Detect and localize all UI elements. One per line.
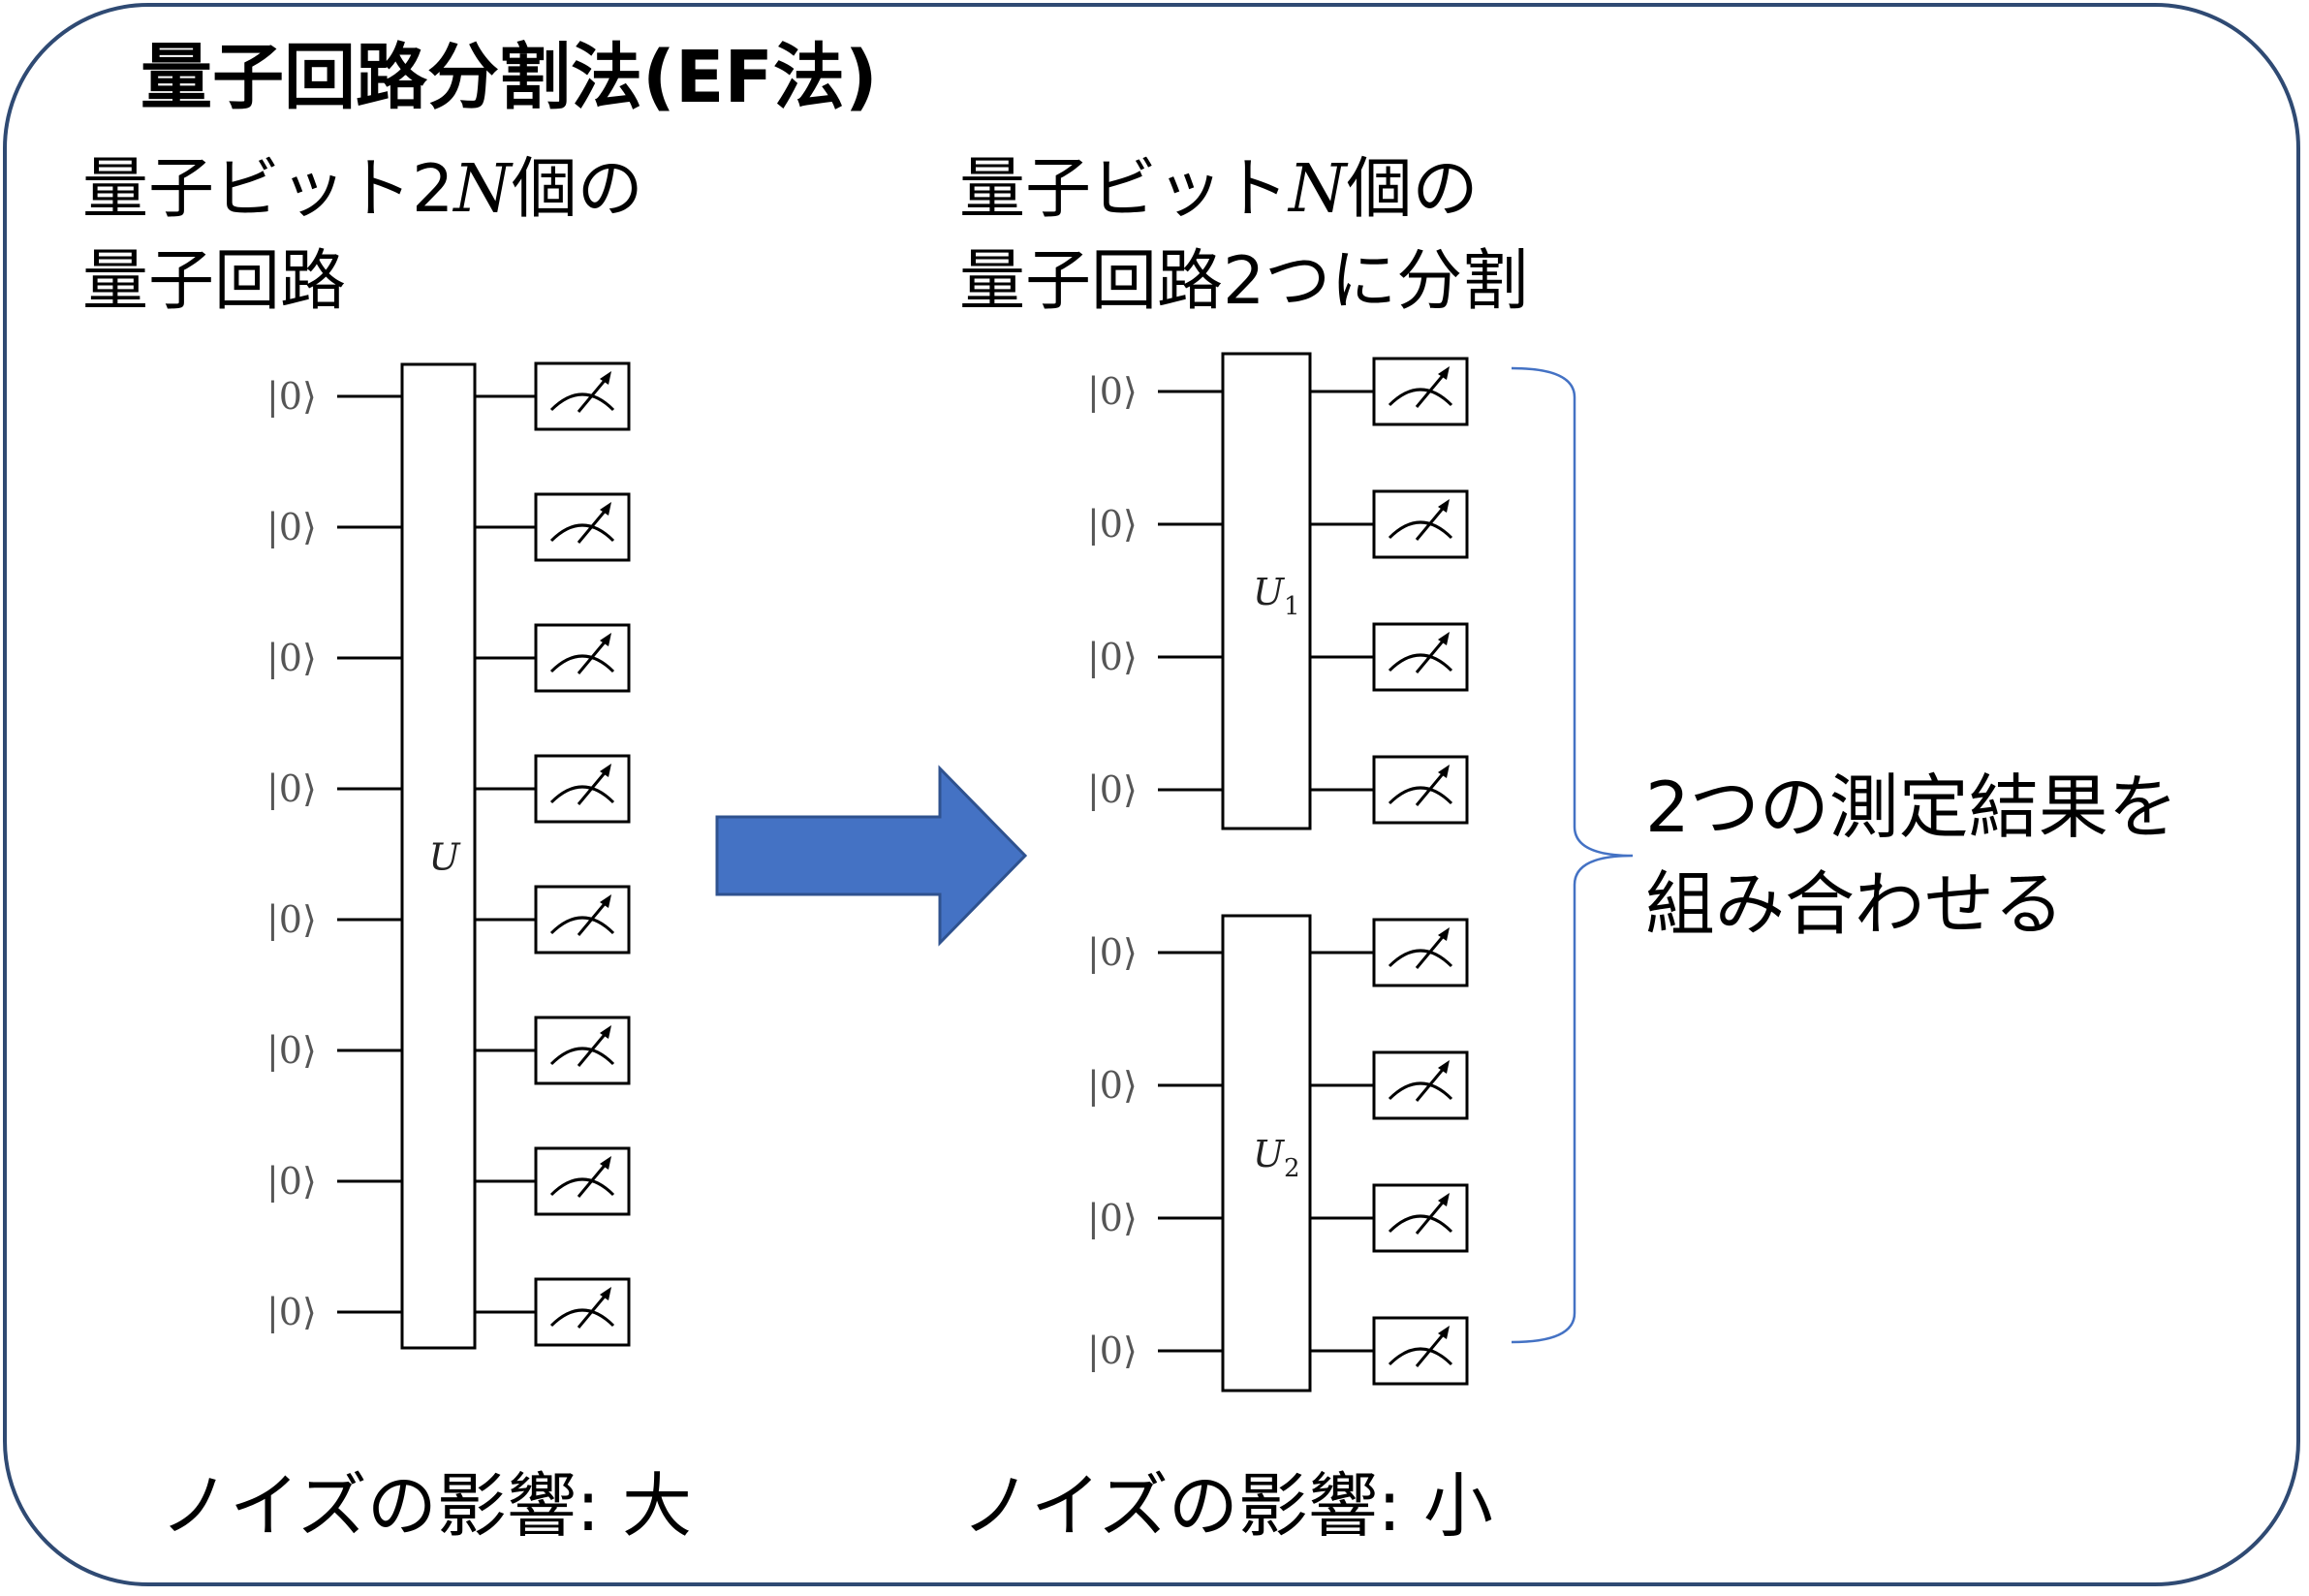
- meter-icon: [1372, 622, 1469, 692]
- ket-zero-label: |0⟩: [1087, 1330, 1138, 1372]
- left-heading-line1: 量子ビット2N個の: [82, 151, 643, 228]
- unitary-gate: [1221, 352, 1312, 830]
- unitary-gate: [400, 362, 477, 1350]
- ket-zero-label: |0⟩: [1087, 503, 1138, 546]
- ket-zero-label: |0⟩: [266, 637, 317, 679]
- left-heading: 量子ビット2N個の 量子回路: [82, 143, 643, 328]
- ket-zero-label: |0⟩: [266, 1291, 317, 1333]
- ket-zero-label: |0⟩: [266, 898, 317, 941]
- meter-icon: [534, 754, 631, 824]
- combine-note-line1: 2つの測定結果を: [1645, 767, 2178, 848]
- ket-zero-label: |0⟩: [1087, 768, 1138, 811]
- meter-icon: [1372, 755, 1469, 825]
- meter-icon: [1372, 1183, 1469, 1253]
- combine-note: 2つの測定結果を 組み合わせる: [1645, 759, 2178, 953]
- meter-icon: [1372, 1316, 1469, 1386]
- right-brace-icon: [1511, 366, 1634, 1344]
- ket-zero-label: |0⟩: [266, 506, 317, 548]
- meter-icon: [534, 623, 631, 693]
- ket-zero-label: |0⟩: [1087, 1197, 1138, 1239]
- gate-label: U: [429, 836, 462, 879]
- ket-zero-label: |0⟩: [266, 1160, 317, 1203]
- meter-icon: [1372, 1050, 1469, 1120]
- ket-zero-label: |0⟩: [266, 1029, 317, 1072]
- ket-zero-label: |0⟩: [266, 767, 317, 810]
- left-heading-line2: 量子回路: [82, 243, 347, 320]
- combine-note-line2: 組み合わせる: [1645, 863, 2065, 945]
- noise-left-label: ノイズの影響: 大: [160, 1465, 692, 1547]
- unitary-gate: [1221, 914, 1312, 1393]
- right-heading-line1: 量子ビットN個の: [959, 151, 1479, 228]
- ket-zero-label: |0⟩: [1087, 1064, 1138, 1107]
- ket-zero-label: |0⟩: [266, 375, 317, 418]
- right-heading-line2: 量子回路2つに分割: [959, 243, 1529, 320]
- noise-right-label: ノイズの影響: 小: [961, 1465, 1493, 1547]
- right-arrow-icon: [715, 765, 1028, 947]
- ket-zero-label: |0⟩: [1087, 931, 1138, 974]
- meter-icon: [534, 1016, 631, 1085]
- meter-icon: [1372, 918, 1469, 987]
- left-circuit: |0⟩ |0⟩ |0⟩ |0⟩ |0⟩ |0⟩ |0⟩ |0⟩ U: [266, 361, 631, 1350]
- meter-icon: [534, 492, 631, 562]
- right-heading: 量子ビットN個の 量子回路2つに分割: [959, 143, 1528, 328]
- circuit-block-2: |0⟩|0⟩|0⟩|0⟩U2: [1087, 914, 1469, 1393]
- right-circuit: |0⟩|0⟩|0⟩|0⟩U1|0⟩|0⟩|0⟩|0⟩U2: [1087, 352, 1469, 1393]
- ket-zero-label: |0⟩: [1087, 370, 1138, 413]
- ket-zero-label: |0⟩: [1087, 636, 1138, 678]
- circuit-block-1: |0⟩|0⟩|0⟩|0⟩U1: [1087, 352, 1469, 830]
- meter-icon: [534, 361, 631, 431]
- meter-icon: [1372, 489, 1469, 559]
- meter-icon: [534, 1146, 631, 1216]
- diagram-frame: [3, 3, 2300, 1586]
- meter-icon: [1372, 357, 1469, 426]
- diagram-title: 量子回路分割法(EF法): [140, 36, 878, 119]
- meter-icon: [534, 885, 631, 954]
- meter-icon: [534, 1277, 631, 1347]
